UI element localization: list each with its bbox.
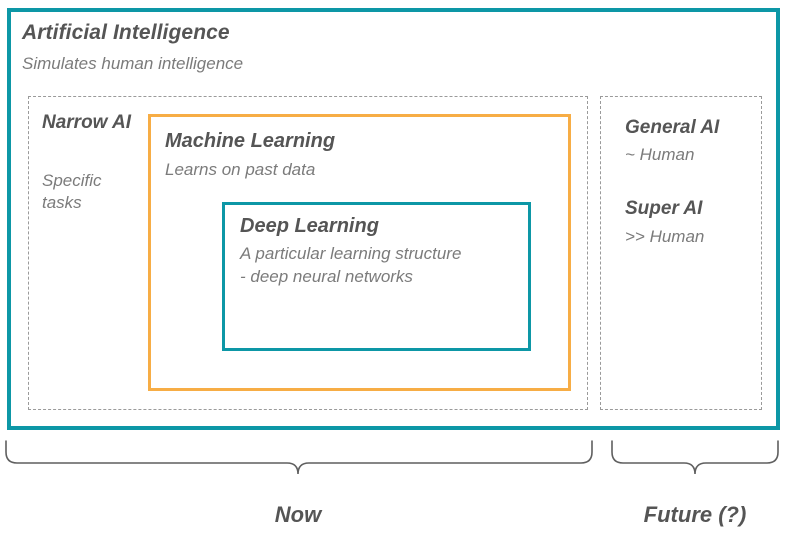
deep-learning-title: Deep Learning xyxy=(240,215,379,237)
machine-learning-title: Machine Learning xyxy=(165,130,336,152)
narrow-ai-title: Narrow AI xyxy=(42,112,132,133)
artificial-intelligence-title: Artificial Intelligence xyxy=(22,21,230,44)
deep-learning-subtitle: A particular learning structure - deep n… xyxy=(240,244,462,286)
deep-learning-box xyxy=(222,202,531,351)
artificial-intelligence-subtitle: Simulates human intelligence xyxy=(22,54,244,73)
general-ai-title: General AI xyxy=(625,117,720,138)
timeline-braces xyxy=(5,440,779,475)
super-ai-subtitle: >> Human xyxy=(625,227,705,246)
future-ai-box xyxy=(600,96,762,410)
general-ai-subtitle: ~ Human xyxy=(625,145,695,164)
future-brace xyxy=(611,440,779,475)
machine-learning-box xyxy=(148,114,571,391)
super-ai-title: Super AI xyxy=(625,198,703,219)
machine-learning-subtitle: Learns on past data xyxy=(165,160,316,179)
timeline-label-now: Now xyxy=(274,502,322,527)
timeline-label-future: Future (?) xyxy=(643,502,747,527)
now-brace xyxy=(5,440,593,475)
narrow-ai-subtitle: Specific tasks xyxy=(42,171,102,213)
narrow-ai-box xyxy=(28,96,588,410)
artificial-intelligence-box xyxy=(7,8,780,430)
